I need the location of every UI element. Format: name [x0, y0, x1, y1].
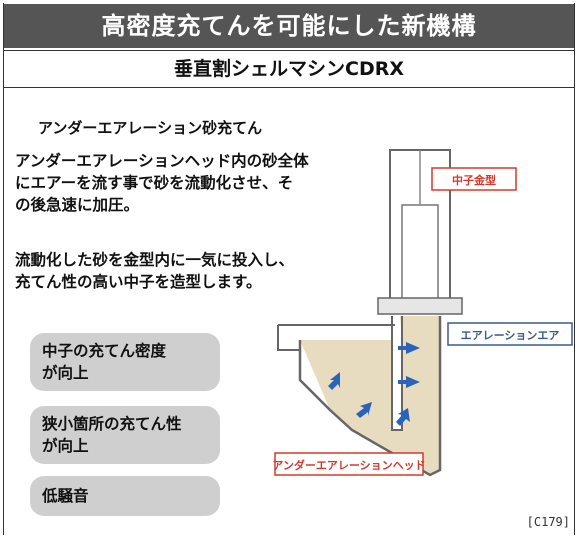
description-paragraph-2: 流動化した砂を金型内に一気に投入し、 充てん性の高い中子を造型します。 — [15, 251, 295, 291]
slide-frame — [3, 3, 575, 535]
core-mold-shape — [377, 149, 463, 315]
benefit-density: 中子の充てん密度 が向上 — [30, 333, 220, 391]
callout-under-aeration-head: アンダーエアレーションヘッド — [272, 452, 426, 476]
aeration-arrows — [328, 342, 420, 426]
callout-core-mold: 中子金型 — [431, 167, 517, 191]
arrow-icon — [398, 376, 420, 388]
arrow-icon — [398, 342, 420, 354]
svg-text:アンダーエアレーションヘッド: アンダーエアレーションヘッド — [272, 458, 425, 472]
benefit-narrow-fill: 狭小箇所の充てん性 が向上 — [30, 406, 220, 464]
under-aeration-head-shape — [277, 316, 442, 477]
description-paragraph-1: アンダーエアレーションヘッド内の砂全体 にエアーを流す事で砂を流動化させ、そ の… — [15, 152, 309, 214]
arrow-icon — [396, 408, 410, 426]
section-heading: アンダーエアレーション砂充てん — [38, 119, 263, 137]
benefit-low-noise: 低騒音 — [30, 476, 220, 516]
callout-aeration-air: エアレーションエア — [447, 322, 573, 346]
svg-text:エアレーションエア: エアレーションエア — [461, 329, 560, 342]
slide-code: [C179] — [526, 515, 570, 529]
page-subtitle: 垂直割シェルマシンCDRX — [4, 50, 574, 88]
page-title: 高密度充てんを可能にした新機構 — [4, 4, 574, 48]
svg-text:中子金型: 中子金型 — [452, 173, 496, 187]
arrow-icon — [356, 402, 372, 418]
arrow-icon — [328, 372, 340, 390]
